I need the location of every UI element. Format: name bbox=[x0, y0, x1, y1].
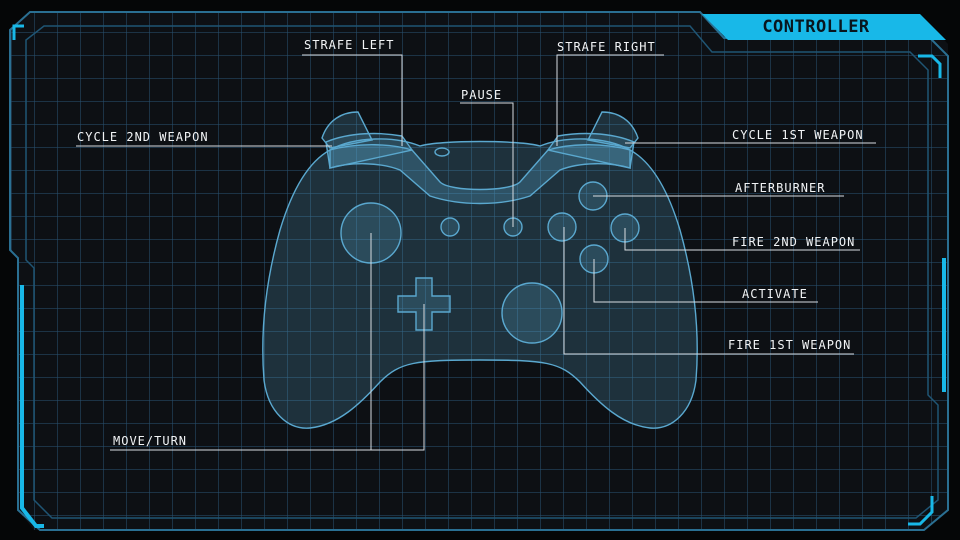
line-strafe-left bbox=[302, 54, 403, 146]
label-cycle-1st-weapon: CYCLE 1ST WEAPON bbox=[732, 128, 864, 142]
gamepad-top-band bbox=[329, 144, 631, 205]
label-strafe-right: STRAFE RIGHT bbox=[557, 40, 656, 54]
corner-accent-tr bbox=[918, 54, 942, 78]
right-bumper bbox=[546, 132, 635, 169]
gamepad-body bbox=[262, 138, 698, 429]
guide-button bbox=[434, 147, 450, 157]
right-stick-icon bbox=[501, 282, 563, 344]
gamepad-diagram bbox=[262, 111, 698, 429]
outer-frame bbox=[9, 11, 949, 531]
view-button bbox=[440, 217, 460, 237]
label-pause: PAUSE bbox=[461, 88, 503, 102]
corner-accent-br bbox=[908, 496, 934, 526]
screen-title: CONTROLLER bbox=[762, 17, 870, 37]
line-fire-1st bbox=[563, 227, 854, 355]
line-activate bbox=[593, 259, 818, 303]
callout-lines bbox=[76, 54, 876, 451]
label-fire-1st-weapon: FIRE 1ST WEAPON bbox=[728, 338, 852, 352]
title-tab-bg bbox=[702, 14, 946, 40]
face-button-x bbox=[547, 212, 577, 242]
corner-accent-tl bbox=[12, 24, 24, 40]
left-bumper bbox=[325, 132, 414, 169]
line-pause bbox=[460, 102, 514, 227]
inner-frame bbox=[25, 25, 939, 519]
label-strafe-left: STRAFE LEFT bbox=[304, 38, 395, 52]
line-strafe-right bbox=[556, 54, 664, 146]
label-cycle-2nd-weapon: CYCLE 2ND WEAPON bbox=[77, 130, 209, 144]
side-accent-left bbox=[20, 285, 44, 528]
label-fire-2nd-weapon: FIRE 2ND WEAPON bbox=[732, 235, 856, 249]
line-fire-2nd bbox=[624, 228, 860, 251]
label-move-turn: MOVE/TURN bbox=[113, 434, 188, 448]
label-afterburner: AFTERBURNER bbox=[735, 181, 826, 195]
line-move-turn bbox=[110, 233, 425, 451]
label-activate: ACTIVATE bbox=[742, 287, 808, 301]
